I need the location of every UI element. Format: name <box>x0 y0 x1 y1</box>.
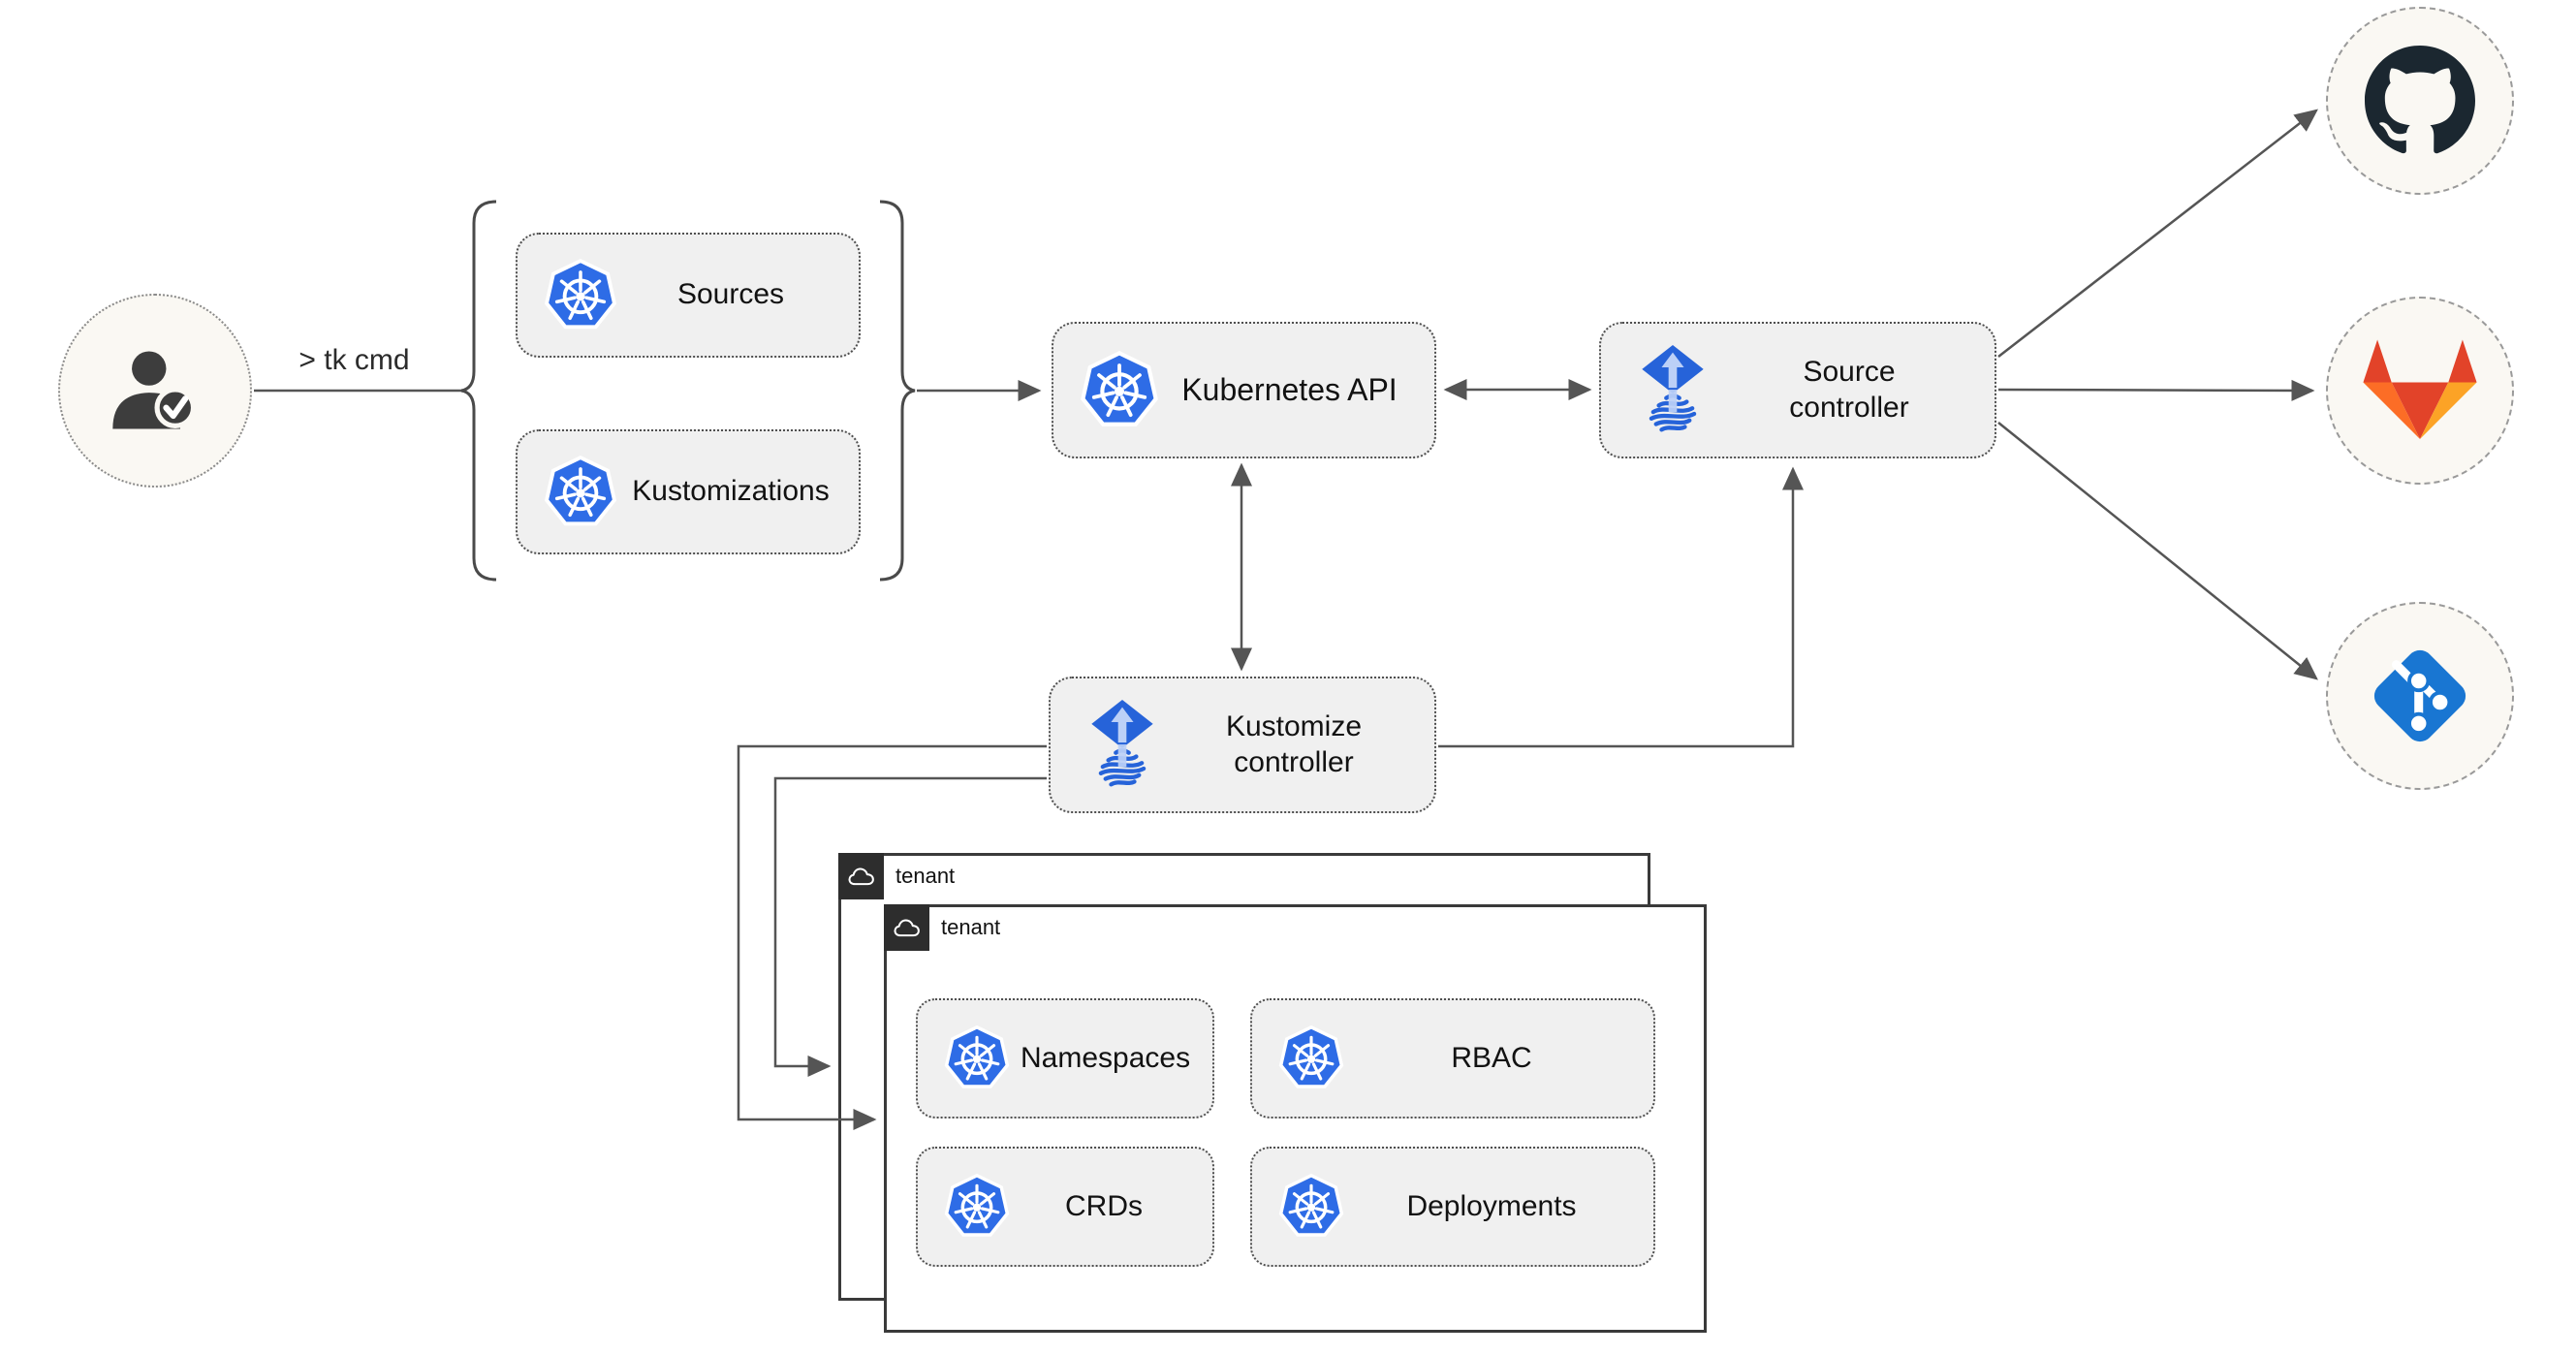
node-deployments: Deployments <box>1250 1147 1655 1267</box>
cloud-icon <box>847 865 876 888</box>
node-rbac: RBAC <box>1250 998 1655 1119</box>
tenant-back-label: tenant <box>895 864 956 888</box>
flux-icon <box>1076 692 1169 799</box>
edge-kustomize-to-source-controller <box>1438 466 1804 748</box>
gitlab-icon <box>2361 337 2479 444</box>
right-brace <box>879 200 916 582</box>
node-kustomize-controller-label: Kustomize controller <box>1225 709 1363 778</box>
node-kubernetes-api: Kubernetes API <box>1052 322 1436 458</box>
tenant-back-tab <box>838 853 884 899</box>
node-kustomizations-label: Kustomizations <box>632 475 830 508</box>
left-brace <box>460 200 497 582</box>
remote-github <box>2326 7 2514 195</box>
user-avatar <box>58 294 252 488</box>
user-check-icon <box>105 340 205 441</box>
kubernetes-icon <box>943 1024 1011 1092</box>
tenant-front-label: tenant <box>941 915 1001 939</box>
edge-source-to-gitlab <box>1997 379 2315 401</box>
node-namespaces-label: Namespaces <box>1021 1041 1191 1074</box>
kubernetes-icon <box>543 258 618 333</box>
remote-git <box>2326 602 2514 790</box>
node-namespaces: Namespaces <box>916 998 1214 1119</box>
cloud-icon <box>893 916 922 939</box>
remote-gitlab <box>2326 297 2514 485</box>
flux-icon <box>1626 337 1719 444</box>
tenant-front-tab <box>884 904 929 951</box>
cli-command-label: > tk cmd <box>298 344 410 376</box>
node-kubernetes-api-label: Kubernetes API <box>1181 371 1398 407</box>
edge-source-to-git <box>1997 422 2318 680</box>
node-sources: Sources <box>516 233 861 358</box>
tenant-container-front <box>884 904 1707 1333</box>
git-icon <box>2360 636 2480 756</box>
kubernetes-icon <box>1079 350 1160 431</box>
node-kustomize-controller: Kustomize controller <box>1049 677 1436 813</box>
node-kustomizations: Kustomizations <box>516 429 861 554</box>
node-rbac-label: RBAC <box>1451 1041 1532 1074</box>
kubernetes-icon <box>943 1173 1011 1241</box>
github-icon <box>2365 46 2475 156</box>
kubernetes-icon <box>1277 1173 1345 1241</box>
node-deployments-label: Deployments <box>1406 1189 1577 1222</box>
node-crds: CRDs <box>916 1147 1214 1267</box>
node-source-controller: Source controller <box>1599 322 1996 458</box>
edge-source-to-github <box>1997 109 2318 358</box>
node-source-controller-label: Source controller <box>1789 355 1909 424</box>
node-crds-label: CRDs <box>1065 1189 1143 1222</box>
node-sources-label: Sources <box>676 278 785 311</box>
kubernetes-icon <box>1277 1024 1345 1092</box>
kubernetes-icon <box>543 455 618 530</box>
